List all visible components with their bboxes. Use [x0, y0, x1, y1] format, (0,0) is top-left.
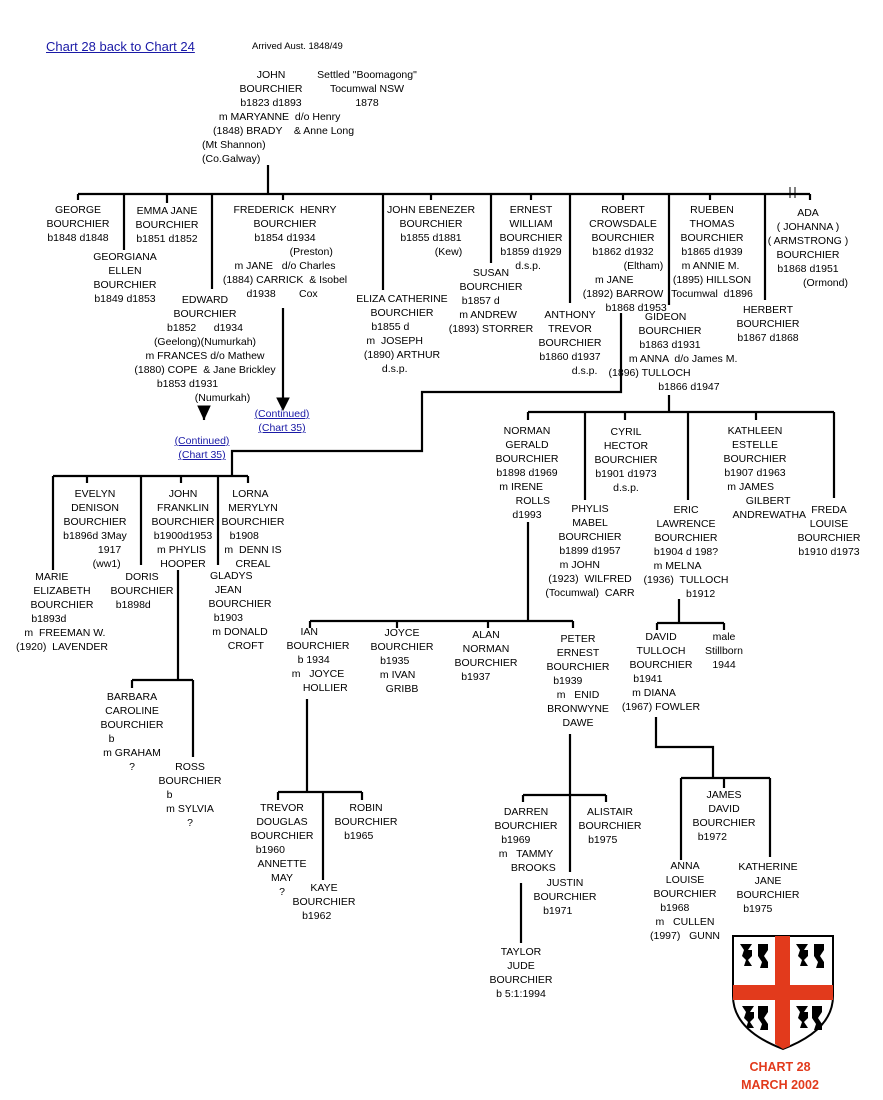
person-trevor: TREVOR DOUGLAS BOURCHIER b1960 ANNETTE M… [250, 802, 314, 898]
person-stillborn: male Stillborn 1944 [705, 631, 743, 671]
edward-continued-link[interactable]: (Continued) (Chart 35) [174, 435, 230, 461]
person-barbara: BARBARA CAROLINE BOURCHIER b m GRAHAM ? [100, 691, 164, 773]
settled-note: Settled "Boomagong" Tocumwal NSW 1878 [317, 69, 417, 109]
person-freda: FREDA LOUISE BOURCHIER b1910 d1973 [797, 504, 861, 558]
person-phylis: PHYLIS MABEL BOURCHIER b1899 d1957 m JOH… [545, 503, 635, 599]
person-katherine: KATHERINE JANE BOURCHIER b1975 [736, 861, 800, 915]
person-marie: MARIE ELIZABETH BOURCHIER b1893d m FREEM… [15, 571, 108, 653]
john-origin: (Mt Shannon) (Co.Galway) [202, 139, 266, 165]
person-cyril: CYRIL HECTOR BOURCHIER b1901 d1973 d.s.p… [594, 426, 658, 494]
chart-number: CHART 28 [749, 1060, 811, 1074]
person-kaye: KAYE BOURCHIER b1962 [292, 882, 356, 922]
back-to-chart-24-link[interactable]: Chart 28 back to Chart 24 [46, 39, 195, 54]
person-evelyn: EVELYN DENISON BOURCHIER b1896d 3May 191… [63, 488, 127, 570]
person-david: DAVID TULLOCH BOURCHIER b1941 m DIANA (1… [621, 631, 701, 713]
person-peter: PETER ERNEST BOURCHIER b1939 m ENID BRON… [546, 633, 610, 729]
person-anthony: ANTHONY TREVOR BOURCHIER b1860 d1937 d.s… [538, 309, 602, 377]
person-joyce: JOYCE BOURCHIER b1935 m IVAN GRIBB [370, 627, 434, 695]
person-alan: ALAN NORMAN BOURCHIER b1937 [454, 629, 518, 683]
john-marriage: m MARYANNE d/o Henry (1848) BRADY & Anne… [213, 111, 355, 137]
person-edward: EDWARD BOURCHIER b1852 d1934 (Geelong)(N… [134, 294, 276, 404]
coat-of-arms-shield [732, 935, 834, 1051]
person-darren: DARREN BOURCHIER b1969 m TAMMY BROOKS [494, 806, 558, 874]
person-ernest: ERNEST WILLIAM BOURCHIER b1859 d1929 d.s… [499, 204, 563, 272]
person-alistair: ALISTAIR BOURCHIER b1975 [578, 806, 642, 846]
person-ada: ADA ( JOHANNA ) ( ARMSTRONG ) BOURCHIER … [767, 207, 849, 289]
person-rueben: RUEBEN THOMAS BOURCHIER b1865 d1939 m AN… [671, 204, 753, 300]
person-kathleen: KATHLEEN ESTELLE BOURCHIER b1907 d1963 m… [723, 425, 807, 521]
person-john-franklin: JOHN FRANKLIN BOURCHIER b1900d1953 m PHY… [151, 488, 215, 570]
person-ian: IAN BOURCHIER b 1934 m JOYCE HOLLIER [286, 626, 350, 694]
person-frederick: FREDERICK HENRY BOURCHIER b1854 d1934 (P… [222, 204, 348, 300]
arrived-note: Arrived Aust. 1848/49 [252, 41, 343, 52]
person-robert: ROBERT CROWSDALE BOURCHIER b1862 d1932 (… [582, 204, 667, 314]
person-ross: ROSS BOURCHIER b m SYLVIA ? [158, 761, 222, 829]
person-james: JAMES DAVID BOURCHIER b1972 [692, 789, 756, 843]
person-justin: JUSTIN BOURCHIER b1971 [533, 877, 597, 917]
person-eric: ERIC LAWRENCE BOURCHIER b1904 d 198? m M… [643, 504, 729, 600]
person-lorna: LORNA MERYLYN BOURCHIER b1908 m DENN IS … [221, 488, 285, 570]
person-taylor: TAYLOR JUDE BOURCHIER b 5:1:1994 [489, 946, 553, 1000]
person-anna: ANNA LOUISE BOURCHIER b1968 m CULLEN (19… [649, 860, 721, 942]
knot-charges [740, 944, 824, 1030]
person-gideon: GIDEON BOURCHIER b1863 d1931 m ANNA d/o … [608, 311, 738, 393]
person-robin: ROBIN BOURCHIER b1965 [334, 802, 398, 842]
person-susan: SUSAN BOURCHIER b1857 d m ANDREW (1893) … [448, 267, 534, 335]
person-john: JOHN BOURCHIER b1823 d1893 [239, 69, 303, 109]
person-georgiana: GEORGIANA ELLEN BOURCHIER b1849 d1853 [93, 251, 157, 305]
frederick-continued-link[interactable]: (Continued) (Chart 35) [254, 408, 310, 434]
person-john-ebenezer: JOHN EBENEZER BOURCHIER b1855 d1881 (Kew… [386, 204, 476, 258]
person-eliza: ELIZA CATHERINE BOURCHIER b1855 d m JOSE… [356, 293, 448, 375]
person-george: GEORGE BOURCHIER b1848 d1848 [46, 204, 110, 244]
chart-date: MARCH 2002 [741, 1078, 819, 1092]
person-doris: DORIS BOURCHIER b1898d [110, 571, 174, 611]
person-herbert: HERBERT BOURCHIER b1867 d1868 [736, 304, 800, 344]
person-norman: NORMAN GERALD BOURCHIER b1898 d1969 m IR… [495, 425, 559, 521]
person-emma: EMMA JANE BOURCHIER b1851 d1852 [135, 205, 199, 245]
person-gladys: GLADYS JEAN BOURCHIER b1903 m DONALD CRO… [208, 570, 272, 652]
